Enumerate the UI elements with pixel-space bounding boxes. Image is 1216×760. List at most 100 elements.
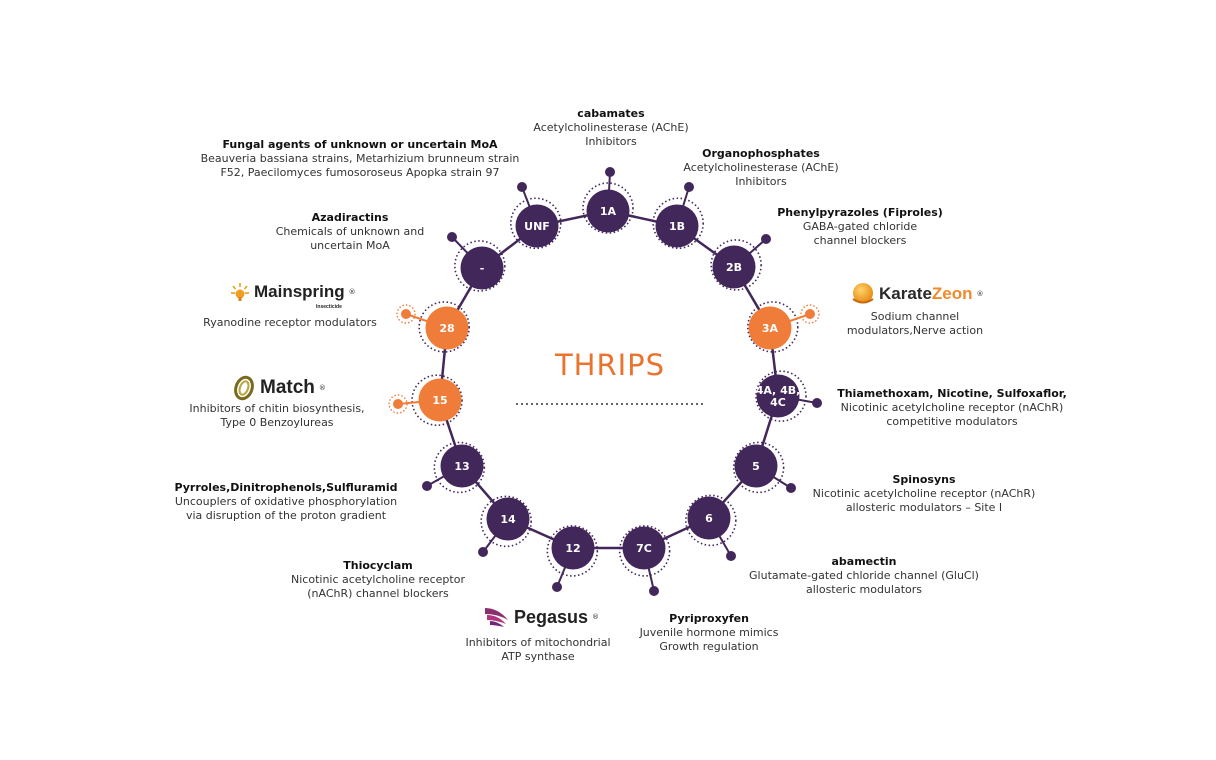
node-code: UNF [524, 220, 550, 233]
label-line: GABA-gated chloride [802, 220, 918, 233]
label-title: Azadiractins [311, 211, 389, 224]
node-pin [812, 398, 822, 408]
pegasus-name: Pegasus [514, 606, 589, 627]
sun-icon [231, 283, 249, 301]
pin-halo [396, 304, 416, 324]
label-line: Inhibitors [735, 175, 787, 188]
node-pin [422, 481, 432, 491]
node-circle [440, 444, 484, 488]
label-line: Inhibitors of mitochondrial [465, 636, 611, 649]
node-circle [586, 189, 630, 233]
node-code: - [480, 262, 485, 275]
node-halo [418, 301, 470, 353]
label-line: Acetylcholinesterase (AChE) [683, 161, 839, 174]
node-pin [393, 399, 403, 409]
node-code: 13 [454, 460, 469, 473]
label-line: Glutamate-gated chloride channel (GluCl) [749, 569, 979, 582]
node-pin [552, 582, 562, 592]
label-line: F52, Paecilomyces fumosoroseus Apopka st… [220, 166, 500, 179]
node-circle [756, 374, 800, 418]
label-match: Inhibitors of chitin biosynthesis, Type … [177, 402, 377, 430]
label-thiamethoxam: Thiamethoxam, Nicotine, Sulfoxaflor, Nic… [832, 387, 1072, 429]
match-swirl-icon [234, 375, 254, 401]
label-line: Chemicals of unknown and [275, 225, 425, 238]
node-halo [618, 525, 671, 577]
node-circle [486, 497, 530, 541]
label-line: Type 0 Benzoylureas [220, 416, 334, 429]
node-code: 15 [432, 394, 447, 407]
node-circle [622, 526, 666, 570]
pin-halo [388, 394, 408, 414]
node-halo [582, 182, 634, 234]
node-circle [655, 204, 699, 248]
label-karate: Sodium channel modulators,Nerve action [815, 310, 1015, 338]
label-line: via disruption of the proton gradient [185, 509, 387, 522]
node-pin [605, 167, 615, 177]
label-line: modulators,Nerve action [846, 324, 984, 337]
label-mainspring: Ryanodine receptor modulators [190, 316, 390, 330]
label-title: Fungal agents of unknown or uncertain Mo… [222, 138, 498, 151]
label-line: uncertain MoA [310, 239, 390, 252]
label-spinosyns: Spinosyns Nicotinic acetylcholine recept… [804, 473, 1044, 515]
node-halo [747, 301, 799, 353]
node-halo [755, 370, 807, 422]
node-circle [687, 496, 731, 540]
label-title: Pyriproxyfen [669, 612, 749, 625]
zeon-name: Zeon [931, 284, 973, 303]
label-title: cabamates [577, 107, 645, 120]
karate-name: Karate [879, 284, 932, 303]
label-line: Uncouplers of oxidative phosphorylation [174, 495, 398, 508]
label-title: Thiocyclam [343, 559, 413, 572]
node-circle [515, 204, 559, 248]
match-name: Match [260, 377, 315, 398]
label-line: Ryanodine receptor modulators [203, 316, 377, 329]
orange-orb-icon [852, 283, 874, 304]
label-fungal: Fungal agents of unknown or uncertain Mo… [190, 138, 530, 180]
node-pin [726, 551, 736, 561]
node-pin [517, 182, 527, 192]
pin-halo [800, 304, 820, 324]
label-line: Acetylcholinesterase (AChE) [533, 121, 689, 134]
label-line: Nicotinic acetylcholine receptor (nAChR) [840, 401, 1064, 414]
node-circle [748, 306, 792, 350]
node-circle [460, 246, 504, 290]
node-code: 2B [726, 261, 742, 274]
node-code: 1A [600, 205, 617, 218]
node-pin [649, 586, 659, 596]
node-halo [454, 240, 506, 292]
label-line: Inhibitors [585, 135, 637, 148]
node-pin [761, 234, 771, 244]
node-pin [684, 182, 694, 192]
label-organophosphates: Organophosphates Acetylcholinesterase (A… [661, 147, 861, 189]
label-line: Nicotinic acetylcholine receptor [291, 573, 465, 586]
label-pegasus: Inhibitors of mitochondrial ATP synthase [443, 636, 633, 664]
label-carbamates: cabamates Acetylcholinesterase (AChE) In… [511, 107, 711, 149]
node-halo [480, 495, 532, 548]
center-title: THRIPS [554, 348, 666, 382]
node-pin [786, 483, 796, 493]
label-title: Organophosphates [702, 147, 820, 160]
node-code: 4A, 4B,4C [756, 384, 801, 409]
label-azadiractins: Azadiractins Chemicals of unknown and un… [250, 211, 450, 253]
node-pin [401, 309, 411, 319]
node-code: 14 [500, 513, 516, 526]
label-thiocyclam: Thiocyclam Nicotinic acetylcholine recep… [278, 559, 478, 601]
node-circle [734, 444, 778, 488]
node-halo [433, 441, 486, 494]
label-line: competitive modulators [886, 415, 1018, 428]
pegasus-wings-icon [485, 608, 508, 627]
node-halo [732, 441, 785, 494]
node-circle [551, 526, 595, 570]
node-halo [546, 525, 599, 577]
node-code: 7C [636, 542, 652, 555]
label-title: Pyrroles,Dinitrophenols,Sulfluramid [174, 481, 398, 494]
label-line: Sodium channel [870, 310, 960, 323]
node-halo [509, 197, 562, 250]
node-circle [418, 378, 462, 422]
mainspring-name: Mainspring [254, 282, 345, 301]
node-pin [478, 547, 488, 557]
node-pin [447, 232, 457, 242]
label-title: Spinosyns [892, 473, 956, 486]
